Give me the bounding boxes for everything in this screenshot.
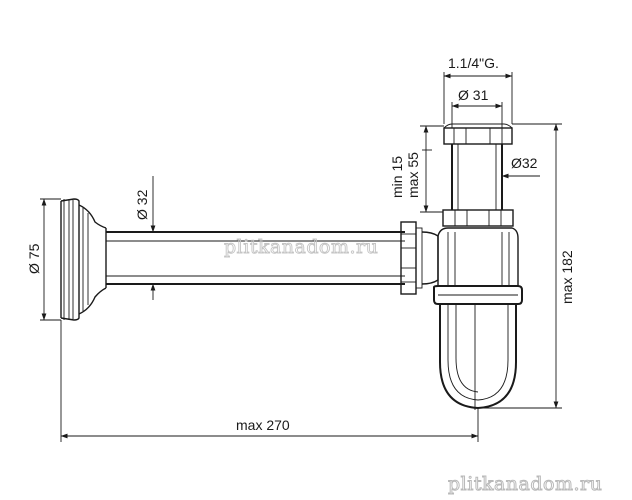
watermark-corner: plitkanadom.ru xyxy=(448,473,602,495)
outlet-diameter-label: Ø 31 xyxy=(458,87,489,103)
min-height-label: min 15 xyxy=(389,156,405,198)
dimension-height-adjust xyxy=(420,125,444,213)
thread-label: 1.1/4"G. xyxy=(448,55,499,71)
dimension-total-length xyxy=(60,320,479,442)
horizontal-nut xyxy=(400,221,439,295)
max-height-label: max 55 xyxy=(405,152,421,198)
dimension-outlet xyxy=(451,102,503,128)
dimension-thread xyxy=(443,72,513,124)
total-height-label: max 182 xyxy=(559,250,575,304)
dimension-flange xyxy=(40,198,61,321)
dimension-total-height xyxy=(480,123,562,409)
flange-diameter-label: Ø 75 xyxy=(26,243,42,274)
vertical-pipe xyxy=(442,123,514,227)
wall-flange xyxy=(60,198,107,321)
siphon-body xyxy=(433,227,523,410)
total-length-label: max 270 xyxy=(236,417,290,433)
horizontal-pipe xyxy=(105,228,405,288)
watermark-center: plitkanadom.ru xyxy=(224,236,378,258)
vertical-pipe-diameter-label: Ø32 xyxy=(511,155,538,171)
horizontal-pipe-diameter-label: Ø 32 xyxy=(134,189,150,220)
